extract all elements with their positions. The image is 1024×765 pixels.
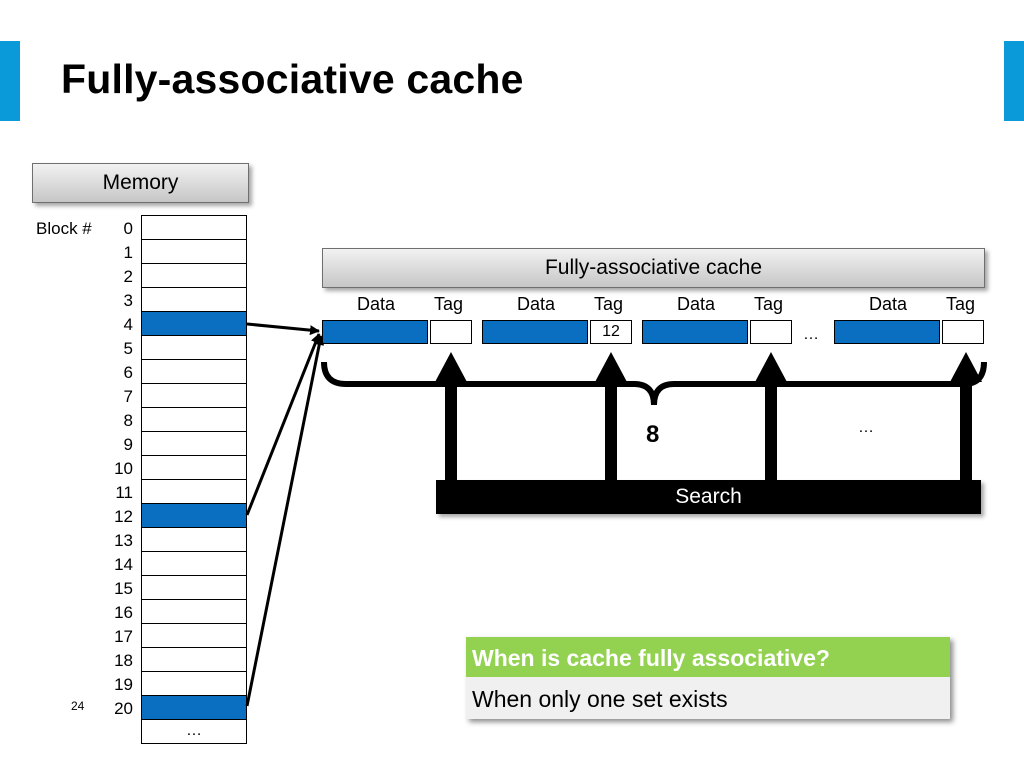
cache-data-cell-2 [482, 320, 588, 344]
memory-block [141, 647, 247, 671]
tag-label-2: Tag [594, 294, 624, 314]
memory-block [141, 551, 247, 575]
arrow-block-20 [245, 335, 325, 707]
memory-block [141, 695, 247, 719]
block-number: 10 [114, 459, 133, 478]
memory-block [141, 623, 247, 647]
memory-block [141, 599, 247, 623]
data-label-1: Data [357, 294, 396, 314]
block-number: 17 [114, 627, 133, 646]
block-number: 0 [123, 219, 133, 238]
memory-block [141, 479, 247, 503]
memory-block [141, 287, 247, 311]
qa-answer: When only one set exists [466, 677, 950, 719]
search-arrows [435, 352, 982, 482]
block-number: 11 [115, 483, 133, 502]
right-accent-bar [1004, 41, 1024, 121]
block-number: 6 [123, 363, 133, 382]
memory-block [141, 359, 247, 383]
tag-label-1: Tag [434, 294, 464, 314]
tag-label-4: Tag [946, 294, 976, 314]
block-number: 1 [123, 243, 133, 262]
memory-block [141, 263, 247, 287]
qa-box: When is cache fully associative? When on… [466, 637, 950, 719]
block-number: 16 [114, 603, 133, 622]
cache-lower-ellipsis: … [858, 419, 874, 436]
memory-block [141, 239, 247, 263]
arrow-block-4 [246, 322, 320, 336]
block-number: 12 [114, 507, 133, 526]
block-number: 2 [123, 267, 133, 286]
data-label-3: Data [677, 294, 716, 314]
cache-data-cell-3 [642, 320, 748, 344]
block-number: 13 [114, 531, 133, 550]
block-number: 20 [114, 699, 133, 718]
block-number: 5 [123, 339, 133, 358]
memory-block [141, 671, 247, 695]
block-number: 18 [114, 651, 133, 670]
tag-label-3: Tag [754, 294, 784, 314]
memory-block [141, 335, 247, 359]
page-number: 24 [71, 699, 85, 713]
cache-data-cell-4 [834, 320, 940, 344]
block-number: 3 [123, 291, 133, 310]
slide-title: Fully-associative cache [61, 56, 524, 102]
block-number: 7 [123, 387, 133, 406]
memory-block [141, 431, 247, 455]
data-label-2: Data [517, 294, 556, 314]
memory-blocks: … [141, 215, 247, 744]
cache-data-cell-1 [322, 320, 428, 344]
memory-header: Memory [32, 163, 249, 203]
arrow-block-12 [245, 333, 321, 516]
memory-block [141, 407, 247, 431]
cache-header: Fully-associative cache [322, 248, 985, 288]
brace-count: 8 [646, 421, 660, 448]
block-number: 14 [114, 555, 133, 574]
block-number: 8 [123, 411, 133, 430]
data-label-4: Data [869, 294, 908, 314]
memory-ellipsis: … [141, 719, 247, 744]
cache-tag-cell-2: 12 [590, 320, 632, 344]
cache-tag-cell-3 [750, 320, 792, 344]
memory-block [141, 215, 247, 239]
block-number: 15 [114, 579, 133, 598]
block-number: 9 [123, 435, 133, 454]
memory-block [141, 455, 247, 479]
cache-tag-cell-4 [942, 320, 984, 344]
search-bar: Search [436, 480, 981, 514]
block-number-label: Block # [36, 219, 92, 238]
memory-block [141, 527, 247, 551]
block-number: 4 [123, 315, 133, 334]
cache-tag-cell-1 [430, 320, 472, 344]
memory-block [141, 311, 247, 335]
cache-row-ellipsis: … [803, 326, 819, 343]
memory-block [141, 503, 247, 527]
left-accent-bar [0, 41, 20, 121]
memory-block [141, 383, 247, 407]
brace [321, 361, 987, 406]
memory-block [141, 575, 247, 599]
block-number: 19 [114, 675, 133, 694]
qa-question: When is cache fully associative? [466, 637, 950, 677]
